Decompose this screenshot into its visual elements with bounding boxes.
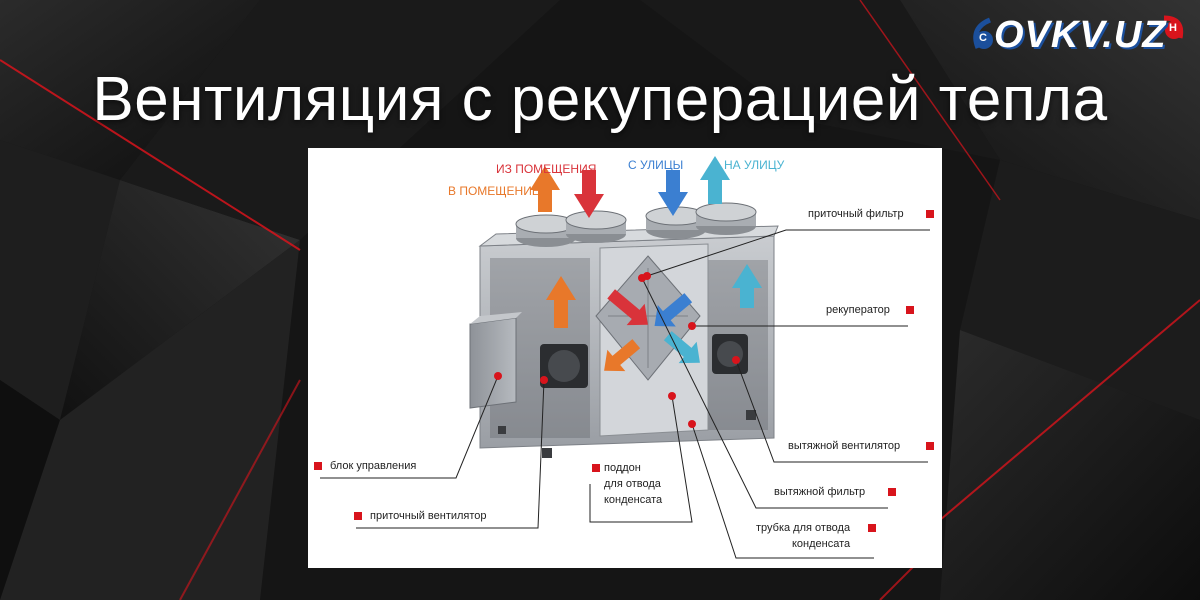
label-tray-line1: поддон [604, 462, 641, 474]
leader-lines [320, 229, 930, 559]
duct-collars [515, 202, 757, 247]
arrow-core-blue [654, 293, 693, 327]
label-drain-tube-line1: трубка для отвода [756, 522, 851, 534]
arrow-core-orange [604, 339, 641, 372]
exhaust-fan-graphic [712, 334, 748, 374]
control-box-graphic [469, 312, 522, 409]
label-control-unit: блок управления [330, 460, 417, 472]
arrow-core-red [607, 289, 648, 326]
label-recuperator: рекуператор [826, 304, 890, 316]
logo-text: OVKV.UZ [994, 14, 1167, 56]
flow-label-from-street: С УЛИЦЫ [628, 158, 684, 172]
label-supply-filter: приточный фильтр [808, 208, 904, 220]
page-title: Вентиляция с рекуперацией тепла [92, 65, 1108, 134]
arrow-from-street-top [658, 170, 688, 216]
label-markers [314, 210, 934, 532]
logo-badge-right: Н [1169, 22, 1177, 34]
supply-fan-graphic [540, 344, 588, 388]
label-supply-fan: приточный вентилятор [370, 510, 487, 522]
callout-dots [494, 272, 740, 428]
label-tray-line3: конденсата [604, 494, 663, 506]
site-logo[interactable]: С Н OVKV.UZ [968, 8, 1192, 68]
arrow-core-cyan [663, 331, 700, 364]
flow-label-to-room: В ПОМЕЩЕНИЕ [448, 184, 540, 198]
ventilation-unit-diagram [314, 156, 934, 559]
unit-feet [498, 410, 756, 458]
label-drain-tube-line2: конденсата [792, 538, 851, 550]
flow-label-to-street: НА УЛИЦУ [724, 158, 785, 172]
logo-badge-left: С [979, 32, 987, 44]
arrow-to-room-top [530, 166, 560, 212]
arrow-exhaust-up [732, 264, 762, 308]
arrow-supply-up [546, 276, 576, 328]
arrow-to-street-top [700, 156, 730, 204]
flow-label-from-room: ИЗ ПОМЕЩЕНИЯ [496, 162, 597, 176]
label-exhaust-filter: вытяжной фильтр [774, 486, 866, 498]
logo-graphic [973, 15, 1184, 49]
label-tray-line2: для отвода [604, 478, 661, 490]
diagram-panel: ИЗ ПОМЕЩЕНИЯ В ПОМЕЩЕНИЕ С УЛИЦЫ НА УЛИЦ… [308, 148, 942, 568]
label-exhaust-fan: вытяжной вентилятор [788, 440, 901, 452]
arrow-from-room-top [574, 170, 604, 218]
